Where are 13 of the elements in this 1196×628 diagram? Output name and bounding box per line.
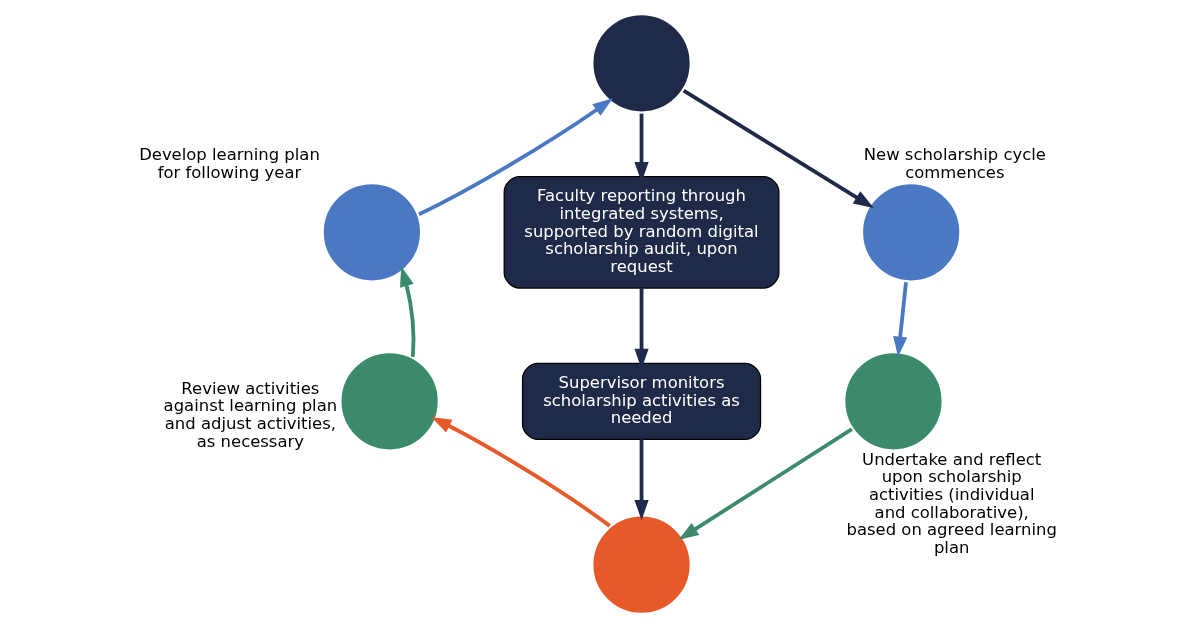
node-box: Faculty reporting through integrated systems, supported by random digital scholarship audit, upon request bbox=[503, 176, 780, 289]
arrow bbox=[633, 439, 649, 521]
node-box: Supervisor monitors scholarship activities as needed bbox=[521, 362, 761, 440]
arrow bbox=[892, 282, 908, 357]
arrow bbox=[677, 427, 853, 540]
node-label: Develop learning plan for following year bbox=[138, 145, 320, 182]
node-label: Review activities against learning plan and adjust activities, as necessary bbox=[163, 378, 337, 451]
arrow bbox=[682, 89, 874, 208]
node-label: New scholarship cycle commences bbox=[863, 145, 1046, 182]
node-label: Undertake and reflect upon scholarship activities (individual and collaborative), based on agreed learning plan bbox=[846, 449, 1057, 558]
arrow bbox=[430, 416, 611, 528]
arrow bbox=[399, 266, 415, 357]
arrow bbox=[417, 98, 613, 216]
